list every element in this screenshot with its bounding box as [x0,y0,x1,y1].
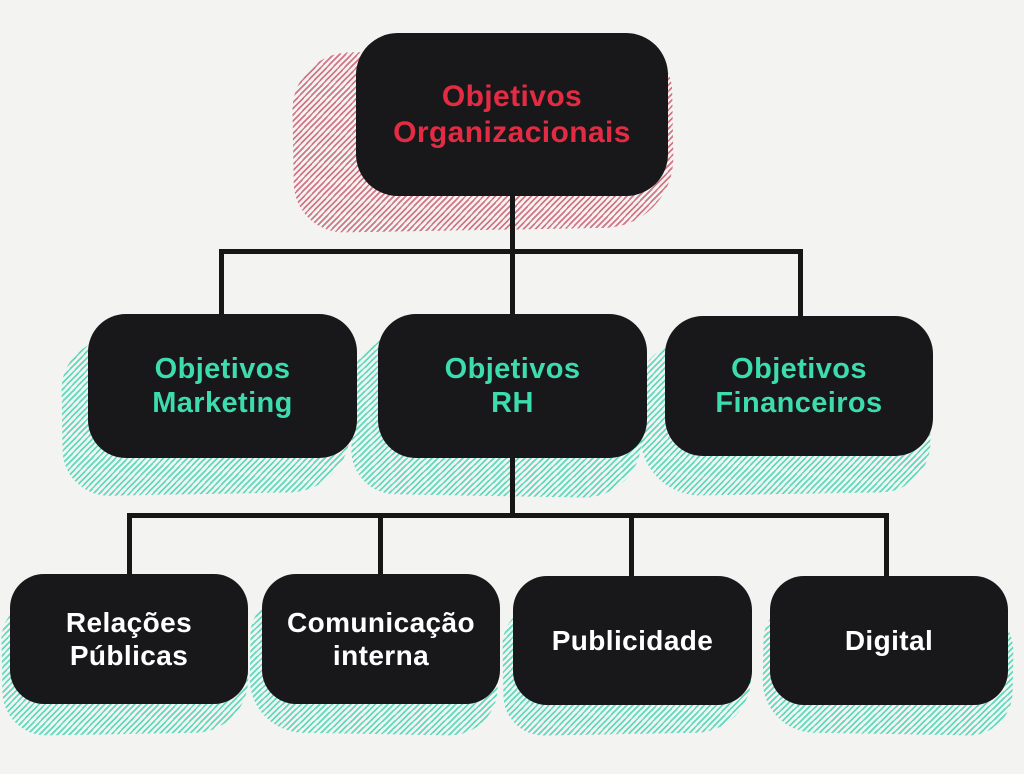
node-label-line: Publicidade [551,624,714,656]
node-label-line: RH [491,387,534,419]
node-label-line: Objetivos [441,80,583,114]
connector-root-vertical [510,195,515,316]
connector-drop-marketing [219,249,224,316]
node-relacoes-publicas: Relações Públicas [10,574,248,704]
node-label-line: Objetivos [731,352,867,385]
node-label-line: Objetivos [444,352,581,385]
connector-drop-digital [884,513,889,578]
node-label-line: Digital [844,624,934,656]
node-label-line: Objetivos [154,352,291,385]
node-objetivos-organizacionais: Objetivos Organizacionais [356,33,668,196]
node-label-line: Relações [65,606,193,638]
node-objetivos-rh: Objetivos RH [378,314,647,458]
node-digital: Digital [770,576,1008,705]
node-comunicacao-interna: Comunicação interna [262,574,500,704]
connector-drop-relacoes [127,513,132,578]
connector-level2-horizontal [219,249,803,254]
connector-drop-comunicacao [378,513,383,578]
connector-drop-publicidade [629,513,634,578]
node-publicidade: Publicidade [513,576,752,705]
node-label-line: Financeiros [715,387,883,419]
node-label-line: Comunicação [287,606,475,638]
connector-level3-horizontal [127,513,889,518]
node-objetivos-financeiros: Objetivos Financeiros [665,316,933,456]
node-label-line: Organizacionais [393,115,631,149]
node-objetivos-marketing: Objetivos Marketing [88,314,357,458]
connector-rh-vertical [510,456,515,518]
node-label-line: Públicas [69,640,189,671]
node-label-line: Marketing [152,387,293,419]
node-label-line: interna [332,640,430,671]
connector-drop-financeiros [798,249,803,316]
